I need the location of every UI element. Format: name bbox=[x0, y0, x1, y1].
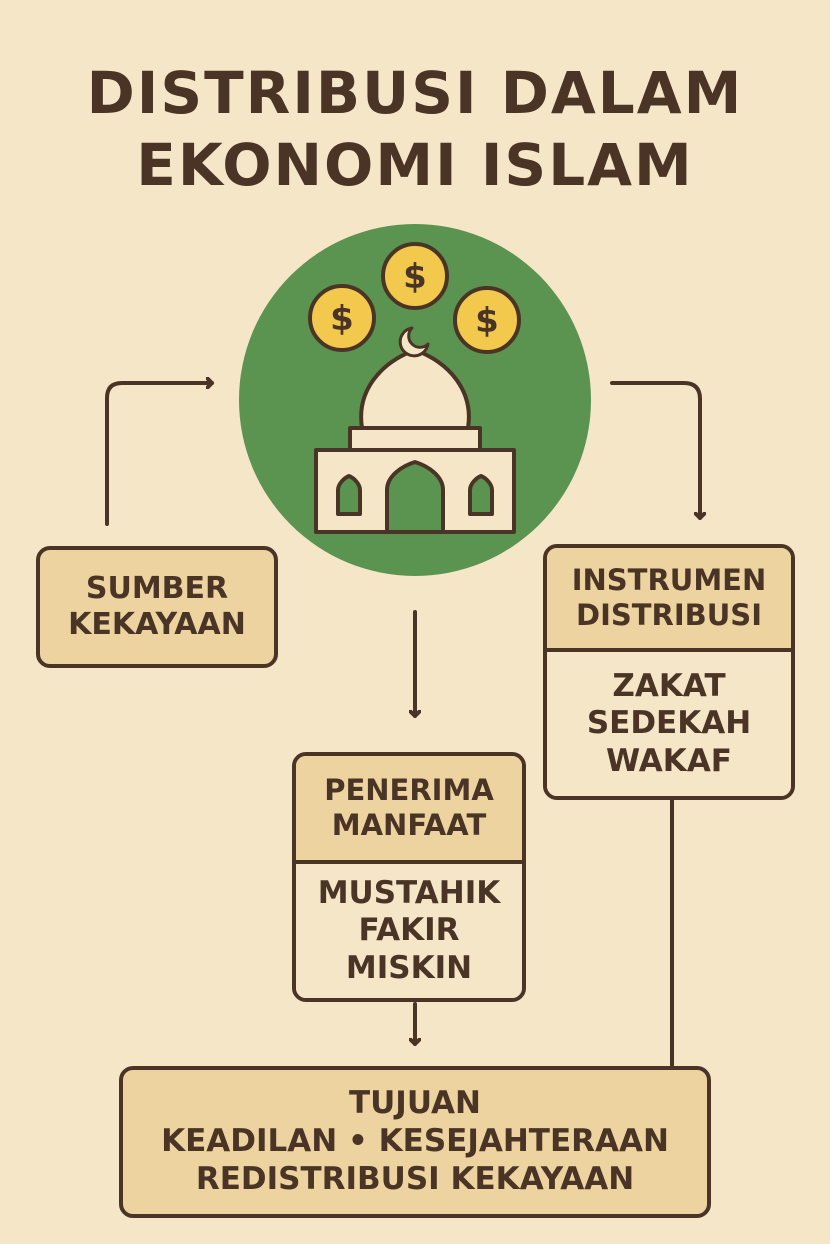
penerima-header: PENERIMA MANFAAT bbox=[296, 756, 522, 864]
list-item: MUSTAHIK bbox=[317, 875, 501, 912]
list-item: MISKIN bbox=[345, 949, 473, 986]
tujuan-box: TUJUAN KEADILAN • KESEJAHTERAAN REDISTRI… bbox=[119, 1066, 711, 1218]
instrumen-list: ZAKAT SEDEKAH WAKAF bbox=[547, 652, 791, 796]
list-item: SEDEKAH bbox=[586, 705, 752, 742]
arrow-sumber-to-center bbox=[105, 383, 214, 526]
penerima-list: MUSTAHIK FAKIR MISKIN bbox=[296, 864, 522, 998]
dollar-coin-icon: $ bbox=[381, 242, 449, 310]
sumber-label-line-1: SUMBER bbox=[85, 571, 229, 606]
penerima-header-line-2: MANFAAT bbox=[331, 808, 487, 842]
penerima-manfaat-box: PENERIMA MANFAAT MUSTAHIK FAKIR MISKIN bbox=[292, 752, 526, 1002]
list-item: FAKIR bbox=[358, 912, 460, 949]
tujuan-line-2: KEADILAN • KESEJAHTERAAN bbox=[161, 1123, 669, 1160]
tujuan-line-3: REDISTRIBUSI KEKAYAAN bbox=[195, 1160, 635, 1197]
dollar-coin-icon: $ bbox=[453, 286, 521, 354]
penerima-header-line-1: PENERIMA bbox=[324, 773, 494, 808]
instrumen-header-line-2: DISTRIBUSI bbox=[576, 598, 762, 632]
instrumen-header: INSTRUMEN DISTRIBUSI bbox=[547, 548, 791, 652]
dollar-coin-icon: $ bbox=[308, 284, 376, 352]
list-item: ZAKAT bbox=[612, 668, 726, 705]
sumber-kekayaan-box: SUMBER KEKAYAAN bbox=[36, 546, 278, 668]
sumber-label-line-2: KEKAYAAN bbox=[68, 607, 246, 642]
page-title-line-2: EKONOMI ISLAM bbox=[136, 131, 694, 199]
svg-text:$: $ bbox=[330, 299, 354, 339]
svg-text:$: $ bbox=[403, 257, 427, 297]
list-item: WAKAF bbox=[606, 742, 732, 779]
svg-text:$: $ bbox=[475, 301, 499, 341]
page-title-line-1: DISTRIBUSI DALAM bbox=[86, 59, 744, 127]
arrow-center-to-instrumen bbox=[610, 381, 700, 520]
tujuan-heading: TUJUAN bbox=[348, 1085, 481, 1122]
instrumen-distribusi-box: INSTRUMEN DISTRIBUSI ZAKAT SEDEKAH WAKAF bbox=[543, 544, 795, 800]
instrumen-header-line-1: INSTRUMEN bbox=[571, 563, 767, 598]
mosque-icon bbox=[314, 326, 516, 534]
